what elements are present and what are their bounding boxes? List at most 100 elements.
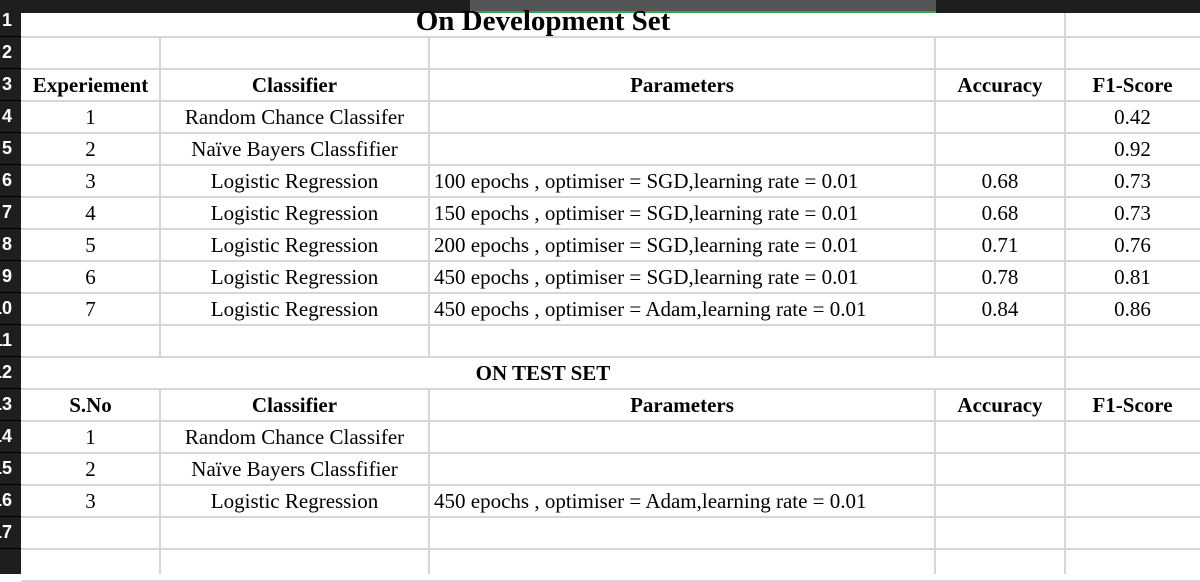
dev-data-cell[interactable]: 0.68 <box>981 201 1019 225</box>
row-header-15[interactable]: 15 <box>0 453 21 485</box>
column-gridline <box>428 389 430 574</box>
row-number: 10 <box>0 298 12 318</box>
row-header-4[interactable]: 4 <box>0 101 21 133</box>
dev-data-cell[interactable]: Logistic Regression <box>210 169 379 193</box>
test-data-cell[interactable] <box>935 421 1065 453</box>
dev-data-cell[interactable]: 0.84 <box>981 297 1019 321</box>
row-gridline <box>21 548 1200 550</box>
dev-data-cell[interactable]: 0.71 <box>981 233 1019 257</box>
dev-data-cell[interactable]: 0.86 <box>1114 297 1151 321</box>
dev-data-cell[interactable]: 3 <box>85 169 96 193</box>
test-data-cell[interactable] <box>935 485 1065 517</box>
row-number: 1 <box>1 10 12 30</box>
dev-data-cell[interactable]: 0.68 <box>981 169 1019 193</box>
test-data-cell[interactable] <box>1065 453 1200 485</box>
row-header-12[interactable]: 12 <box>0 357 21 389</box>
test-data-cell[interactable] <box>935 453 1065 485</box>
row-header-16[interactable]: 16 <box>0 485 21 517</box>
dev-data-cell[interactable]: Logistic Regression <box>210 265 379 289</box>
dev-data-cell[interactable] <box>429 133 935 165</box>
test-data-cell[interactable] <box>1065 485 1200 517</box>
dev-header-cell[interactable]: Accuracy <box>957 73 1043 97</box>
test-header-cell[interactable]: F1-Score <box>1092 393 1173 417</box>
test-data-cell[interactable] <box>1065 421 1200 453</box>
test-header-cell[interactable]: Classifier <box>251 393 338 417</box>
row-gridline <box>21 356 1200 358</box>
row-header-10[interactable]: 10 <box>0 293 21 325</box>
column-gridline <box>934 389 936 574</box>
dev-data-cell[interactable]: 0.42 <box>1114 105 1151 129</box>
row-number: 7 <box>1 202 12 222</box>
dev-data-cell[interactable]: 6 <box>85 265 96 289</box>
dev-data-cell[interactable]: 0.76 <box>1114 233 1151 257</box>
row-gridline <box>21 324 1200 326</box>
dev-data-cell[interactable]: 100 epochs , optimiser = SGD,learning ra… <box>434 169 859 193</box>
row-header-2[interactable]: 2 <box>0 37 21 69</box>
test-data-cell[interactable]: Random Chance Classifer <box>184 425 405 449</box>
row-gridline <box>21 484 1200 486</box>
dev-data-cell[interactable]: 0.92 <box>1114 137 1151 161</box>
test-data-cell[interactable] <box>429 453 935 485</box>
dev-data-cell[interactable]: 0.73 <box>1114 169 1151 193</box>
row-gridline <box>21 100 1200 102</box>
row-header-13[interactable]: 13 <box>0 389 21 421</box>
row-header-8[interactable]: 8 <box>0 229 21 261</box>
row-header-7[interactable]: 7 <box>0 197 21 229</box>
dev-header-cell[interactable]: Classifier <box>251 73 338 97</box>
dev-data-cell[interactable]: 4 <box>85 201 96 225</box>
row-header-5[interactable]: 5 <box>0 133 21 165</box>
row-header-17[interactable]: 17 <box>0 517 21 549</box>
dev-data-cell[interactable]: Logistic Regression <box>210 297 379 321</box>
dev-data-cell[interactable]: 150 epochs , optimiser = SGD,learning ra… <box>434 201 859 225</box>
dev-data-cell[interactable] <box>935 133 1065 165</box>
row-gridline <box>21 516 1200 518</box>
row-header-6[interactable]: 6 <box>0 165 21 197</box>
dev-data-cell[interactable]: 450 epochs , optimiser = Adam,learning r… <box>434 297 867 321</box>
row-number: 13 <box>0 394 12 414</box>
dev-data-cell[interactable]: 7 <box>85 297 96 321</box>
dev-data-cell[interactable]: 200 epochs , optimiser = SGD,learning ra… <box>434 233 859 257</box>
row-number: 3 <box>1 74 12 94</box>
dev-data-cell[interactable] <box>935 101 1065 133</box>
test-section-title[interactable]: ON TEST SET <box>475 361 611 385</box>
dev-data-cell[interactable]: Logistic Regression <box>210 233 379 257</box>
row-number: 15 <box>0 458 12 478</box>
dev-data-cell[interactable]: Random Chance Classifer <box>184 105 405 129</box>
row-gridline <box>21 196 1200 198</box>
test-data-cell[interactable]: 1 <box>85 425 96 449</box>
test-data-cell[interactable] <box>429 421 935 453</box>
test-data-cell[interactable]: 2 <box>85 457 96 481</box>
dev-data-cell[interactable]: 5 <box>85 233 96 257</box>
dev-header-cell[interactable]: Parameters <box>630 73 734 97</box>
row-header-1[interactable]: 1 <box>0 5 21 37</box>
test-data-cell[interactable]: 3 <box>85 489 96 513</box>
row-header-9[interactable]: 9 <box>0 261 21 293</box>
test-header-cell[interactable]: Parameters <box>630 393 734 417</box>
row-number: 11 <box>0 330 12 350</box>
dev-data-cell[interactable]: 450 epochs , optimiser = SGD,learning ra… <box>434 265 859 289</box>
test-data-cell[interactable]: Logistic Regression <box>210 489 379 513</box>
dev-data-cell[interactable]: 1 <box>85 105 96 129</box>
dev-data-cell[interactable]: 0.81 <box>1114 265 1151 289</box>
column-gridline <box>934 37 936 357</box>
dev-data-cell[interactable]: Logistic Regression <box>210 201 379 225</box>
row-gridline <box>21 292 1200 294</box>
test-header-cell[interactable]: Accuracy <box>957 393 1043 417</box>
test-data-cell[interactable]: Naïve Bayers Classfifier <box>191 457 398 481</box>
dev-data-cell[interactable] <box>429 101 935 133</box>
dev-data-cell[interactable]: 2 <box>85 137 96 161</box>
selected-column-header[interactable] <box>470 0 936 13</box>
row-header-14[interactable]: 14 <box>0 421 21 453</box>
test-header-cell[interactable]: S.No <box>69 393 112 417</box>
dev-header-cell[interactable]: F1-Score <box>1092 73 1173 97</box>
row-header-3[interactable]: 3 <box>0 69 21 101</box>
test-data-cell[interactable]: 450 epochs , optimiser = Adam,learning r… <box>434 489 867 513</box>
dev-data-cell[interactable]: 0.73 <box>1114 201 1151 225</box>
dev-header-cell[interactable]: Experiement <box>32 73 149 97</box>
row-header-11[interactable]: 11 <box>0 325 21 357</box>
row-number: 6 <box>1 170 12 190</box>
dev-section-title[interactable]: On Development Set <box>415 5 671 37</box>
dev-data-cell[interactable]: 0.78 <box>981 265 1019 289</box>
dev-data-cell[interactable]: Naïve Bayers Classfifier <box>191 137 398 161</box>
